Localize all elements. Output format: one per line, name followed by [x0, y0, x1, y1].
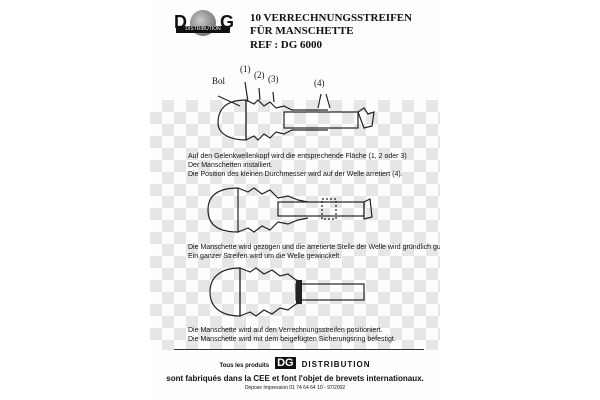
label-3: (3) [268, 74, 279, 84]
shaft-2 [277, 201, 365, 217]
boot-top-edge-3 [239, 267, 303, 283]
label-1: (1) [240, 64, 251, 74]
step1-line3: Die Position des kleinen Durchmesser wir… [188, 171, 403, 178]
boot-top-edge-2 [237, 187, 309, 203]
document-title: 10 VERRECHNUNGSSTREIFEN FÜR MANSCHETTE R… [250, 12, 412, 52]
boot-bottom-edge-2 [237, 217, 309, 233]
boot-bottom-edge [245, 129, 328, 141]
title-line1: 10 VERRECHNUNGSSTREIFEN [250, 12, 413, 24]
tape-wrap [321, 198, 337, 220]
leader-bol [217, 95, 241, 107]
leader-4b [325, 93, 331, 109]
dg-logo: D G DISTRIBUTION [172, 10, 234, 36]
shaft-end-2 [363, 198, 373, 220]
leader-2 [258, 87, 261, 101]
footer-prefix: Tous les produits [219, 363, 270, 369]
joint-head [217, 99, 247, 141]
label-bol: Bol [212, 76, 226, 86]
reference-code: REF : DG 6000 [250, 39, 323, 51]
boot-top-edge [245, 99, 328, 111]
label-2: (2) [254, 70, 265, 80]
shaft [283, 111, 359, 129]
step2-line2: Ein ganzer Streifen wird um die Welle ge… [188, 253, 342, 260]
step2-line1: Die Manschette wird gezogen und die arre… [188, 244, 440, 251]
leader-1 [244, 81, 249, 103]
footer-printline: Dépose Impression 01 74 64 64 10 - 97/20… [244, 385, 346, 391]
leader-3 [272, 91, 275, 103]
shaft-end [357, 107, 375, 129]
boot-diagram-2 [207, 187, 373, 233]
footer-brand-suffix: DISTRIBUTION [301, 360, 371, 369]
boot-diagram-1 [217, 81, 375, 141]
shaft-3 [295, 283, 365, 301]
boot-bottom-edge-3 [239, 301, 303, 317]
step3-line2: Die Manschette wird mit dem beigefügten … [188, 336, 396, 343]
joint-head-3 [209, 267, 241, 317]
step2-caption: Die Manschette wird gezogen und die arre… [188, 243, 440, 261]
footer: Tous les produits DG DISTRIBUTION sont f… [150, 354, 440, 391]
clamp-ring [296, 280, 302, 304]
leader-4a [317, 93, 322, 109]
footer-brand: DG [275, 357, 296, 370]
step1-line2: Der Manschetten installiert. [188, 162, 273, 169]
label-4: (4) [314, 78, 325, 88]
footer-statement: sont fabriqués dans la CEE et font l'obj… [166, 374, 424, 383]
instruction-sheet: D G DISTRIBUTION 10 VERRECHNUNGSSTREIFEN… [150, 0, 440, 400]
footer-divider [174, 349, 424, 350]
step3-caption: Die Manschette wird auf den Verrechnungs… [188, 326, 396, 344]
checkerboard-background [150, 100, 440, 350]
logo-band: DISTRIBUTION [176, 26, 230, 33]
step1-line1: Auf den Gelenkwellenkopf wird die entspr… [188, 153, 407, 160]
joint-head-2 [207, 187, 239, 233]
step3-line1: Die Manschette wird auf den Verrechnungs… [188, 327, 383, 334]
step1-caption: Auf den Gelenkwellenkopf wird die entspr… [188, 152, 407, 179]
title-line2: FÜR MANSCHETTE [250, 25, 354, 37]
boot-diagram-3 [209, 267, 365, 317]
